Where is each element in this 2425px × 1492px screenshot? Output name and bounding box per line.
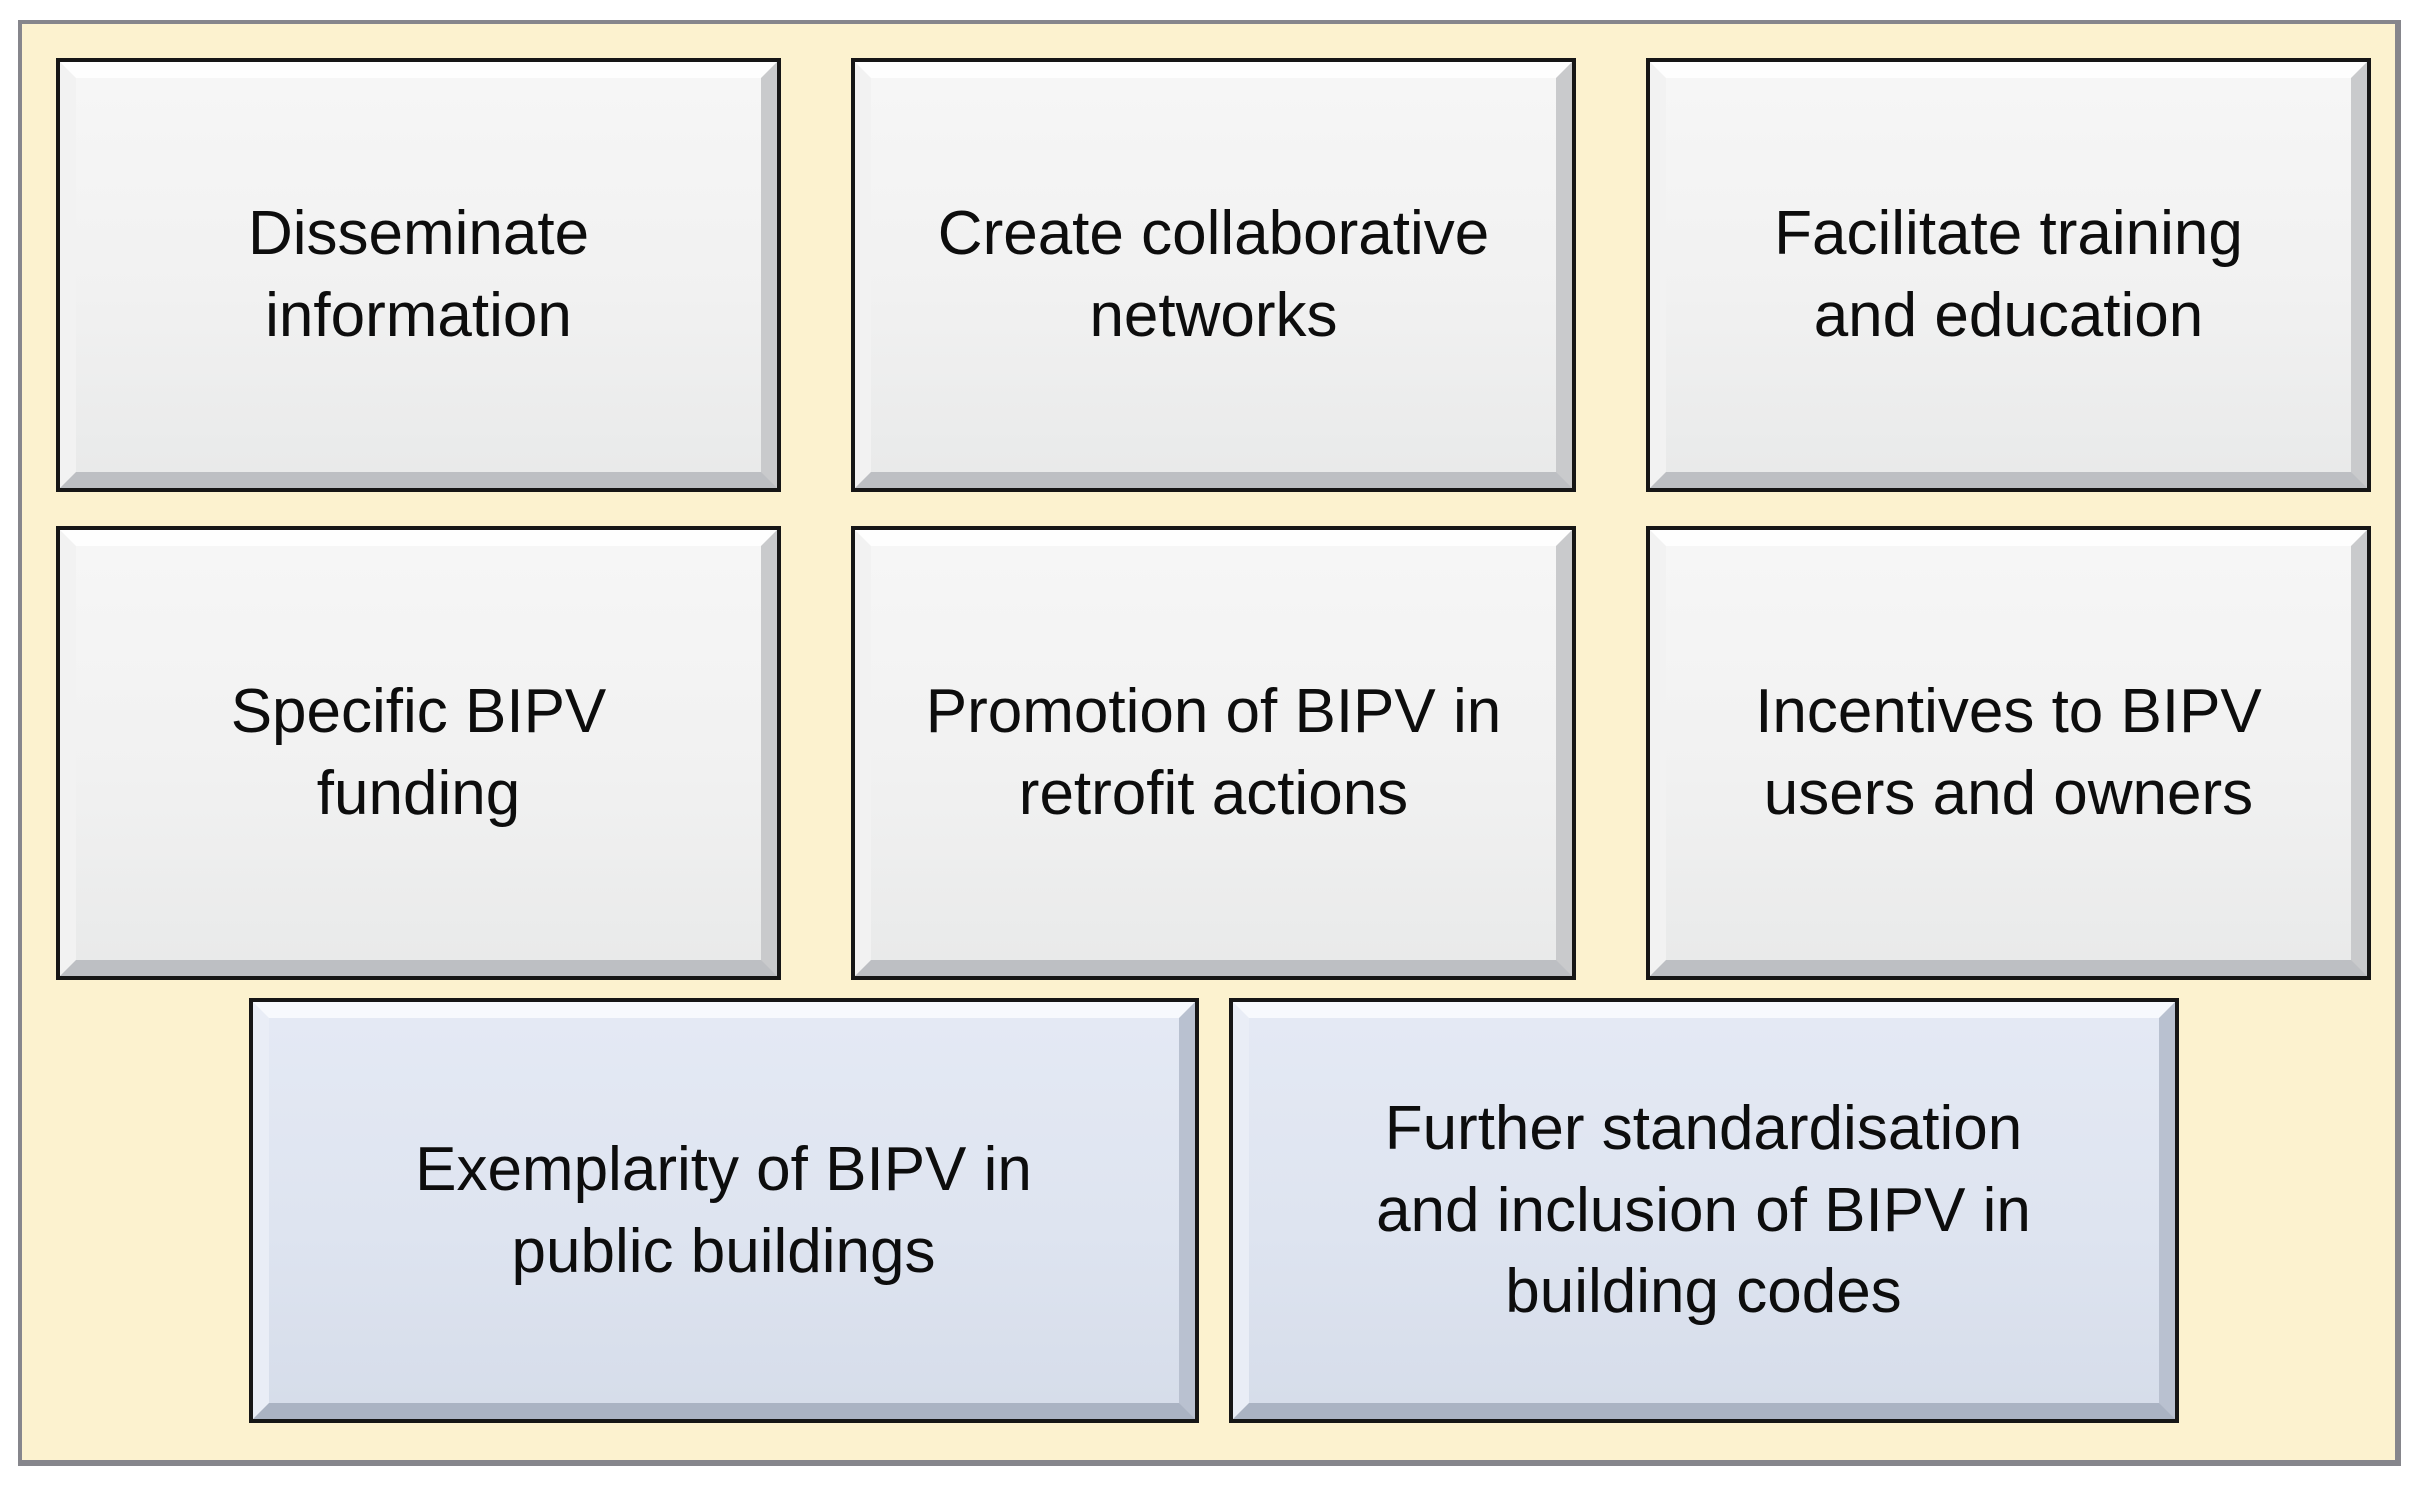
box-specific-bipv-funding: Specific BIPV funding <box>56 526 781 980</box>
box-bevel: Create collaborative networks <box>855 62 1572 488</box>
box-create-collaborative-networks: Create collaborative networks <box>851 58 1576 492</box>
box-bevel: Specific BIPV funding <box>60 530 777 976</box>
box-label: Promotion of BIPV in retrofit actions <box>925 677 1502 828</box>
box-bevel: Exemplarity of BIPV in public buildings <box>252 1002 1195 1419</box>
box-label: Create collaborative networks <box>937 199 1490 350</box>
box-label: Incentives to BIPV users and owners <box>1755 677 2262 828</box>
box-incentives-bipv-users-owners: Incentives to BIPV users and owners <box>1646 526 2371 980</box>
box-label: Further standardisation and inclusion of… <box>1376 1093 2031 1327</box>
box-bevel: Disseminate information <box>60 62 777 488</box>
bottom-box-row: Exemplarity of BIPV in public buildings … <box>56 998 2371 1423</box>
box-bevel: Promotion of BIPV in retrofit actions <box>855 530 1572 976</box>
box-bevel: Facilitate training and education <box>1650 62 2367 488</box>
box-disseminate-information: Disseminate information <box>56 58 781 492</box>
box-grid: Disseminate information Create collabora… <box>56 58 2371 980</box>
box-standardisation-building-codes: Further standardisation and inclusion of… <box>1228 998 2179 1423</box>
box-exemplarity-bipv-public-buildings: Exemplarity of BIPV in public buildings <box>248 998 1199 1423</box>
box-facilitate-training-education: Facilitate training and education <box>1646 58 2371 492</box>
box-label: Specific BIPV funding <box>230 677 607 828</box>
box-promotion-bipv-retrofit: Promotion of BIPV in retrofit actions <box>851 526 1576 980</box>
box-bevel: Further standardisation and inclusion of… <box>1232 1002 2175 1419</box>
box-label: Facilitate training and education <box>1774 199 2243 350</box>
diagram-frame: Disseminate information Create collabora… <box>18 20 2401 1466</box>
box-label: Exemplarity of BIPV in public buildings <box>415 1134 1032 1286</box>
box-bevel: Incentives to BIPV users and owners <box>1650 530 2367 976</box>
box-label: Disseminate information <box>247 199 590 350</box>
